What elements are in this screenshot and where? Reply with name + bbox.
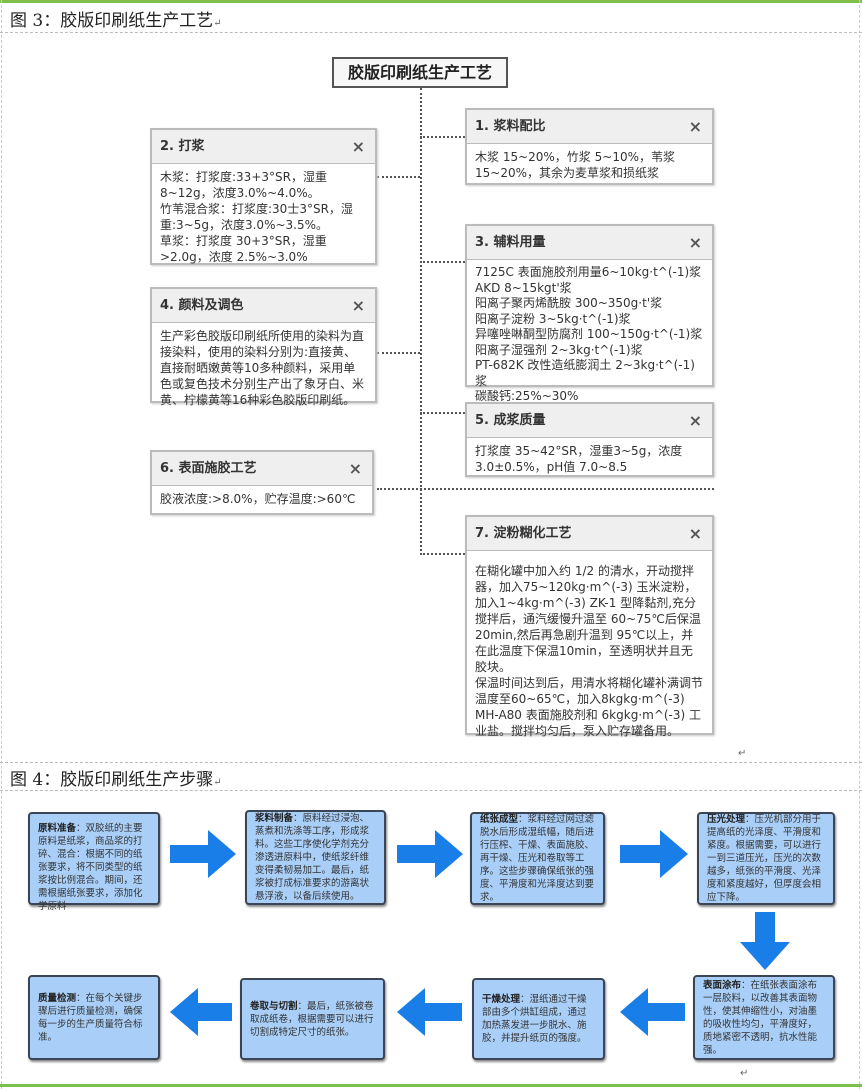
figure4-caption: 图 4：胶版印刷纸生产步骤↵ bbox=[10, 770, 222, 790]
step-pulp-prep: 浆料制备：原料经过浸泡、蒸煮和洗涤等工序，形成浆料。这些工序使化学剂充分渗透进原… bbox=[245, 810, 386, 905]
connector bbox=[420, 261, 465, 263]
close-icon[interactable]: × bbox=[688, 117, 702, 136]
arrow-down-icon bbox=[740, 912, 790, 970]
card-beating: 2. 打浆×木浆：打浆度:33+3°SR，湿重8~12g，浓度3.0%~4.0%… bbox=[150, 128, 377, 265]
arrow-left-icon bbox=[620, 988, 685, 1036]
paragraph-mark: ↵ bbox=[740, 1068, 749, 1079]
close-icon[interactable]: × bbox=[688, 233, 702, 252]
arrow-right-icon bbox=[620, 830, 688, 878]
arrow-right-icon bbox=[397, 830, 463, 878]
flow-arrows bbox=[170, 830, 790, 1036]
right-margin-line bbox=[859, 0, 860, 1089]
connector bbox=[377, 352, 420, 354]
connector bbox=[420, 553, 465, 555]
connector bbox=[377, 488, 714, 490]
close-icon[interactable]: × bbox=[688, 411, 702, 430]
divider bbox=[0, 790, 862, 791]
bottom-border bbox=[0, 1084, 862, 1087]
top-border bbox=[0, 0, 862, 3]
step-reel-cut: 卷取与切割：最后，纸张被卷取成纸卷，根据需要可以进行切割成特定尺寸的纸张。 bbox=[240, 978, 385, 1060]
figure3-caption: 图 3：胶版印刷纸生产工艺↵ bbox=[10, 11, 222, 31]
arrow-right-icon bbox=[170, 830, 236, 878]
close-icon[interactable]: × bbox=[688, 524, 702, 543]
close-icon[interactable]: × bbox=[351, 137, 365, 156]
step-drying: 干燥处理：湿纸通过干燥部由多个烘缸组成，通过加热蒸发进一步脱水、施胶，并提升纸页… bbox=[472, 978, 605, 1060]
paragraph-mark: ↵ bbox=[738, 748, 747, 759]
connector-trunk bbox=[420, 88, 422, 555]
step-calendering: 压光处理：压光机部分用于提高纸的光泽度、平滑度和紧度。根据需要，可以进行一到三道… bbox=[697, 812, 835, 905]
card-pulp-quality: 5. 成浆质量×打浆度 35~42°SR，湿重3~5g，浓度 3.0±0.5%，… bbox=[465, 402, 714, 477]
connector bbox=[420, 412, 465, 414]
close-icon[interactable]: × bbox=[348, 459, 362, 478]
card-pulp-ratio: 1. 浆料配比×木浆 15~20%，竹浆 5~10%，苇浆 15~20%，其余为… bbox=[465, 108, 714, 185]
step-coating: 表面涂布：在纸张表面涂布一层胶料，以改善其表面物性，使其伸缩性小，对油墨的吸收性… bbox=[693, 975, 835, 1060]
close-icon[interactable]: × bbox=[351, 296, 365, 315]
connector bbox=[420, 136, 465, 138]
divider bbox=[0, 762, 862, 763]
card-starch-gelatinization: 7. 淀粉糊化工艺×在糊化罐中加入约 1/2 的清水，开动搅拌器，加入75~12… bbox=[465, 515, 714, 738]
arrow-left-icon bbox=[397, 988, 462, 1036]
root-node: 胶版印刷纸生产工艺 bbox=[332, 57, 508, 88]
step-raw-material: 原料准备：双胶纸的主要原料是纸浆，商品浆的打碎、混合：根据不同的纸张要求，将不同… bbox=[28, 812, 160, 912]
arrow-left-icon bbox=[170, 988, 232, 1036]
divider bbox=[0, 32, 862, 33]
step-sheet-forming: 纸张成型：浆料经过网过滤脱水后形成湿纸幅，随后进行压榨、干燥、表面施胶、再干燥、… bbox=[470, 812, 605, 905]
card-additives: 3. 辅料用量×7125C 表面施胶剂用量6~10kg·t^(-1)浆 AKD … bbox=[465, 224, 714, 403]
left-margin-line bbox=[1, 0, 2, 1089]
connector bbox=[377, 176, 420, 178]
step-quality-check: 质量检测：在每个关键步骤后进行质量检测，确保每一步的生产质量符合标准。 bbox=[28, 975, 160, 1060]
card-surface-sizing: 6. 表面施胶工艺×胶液浓度:>8.0%，贮存温度:>60℃ bbox=[150, 450, 374, 515]
card-pigment: 4. 颜料及调色×生产彩色胶版印刷纸所使用的染料为直接染料，使用的染料分别为:直… bbox=[150, 287, 377, 407]
